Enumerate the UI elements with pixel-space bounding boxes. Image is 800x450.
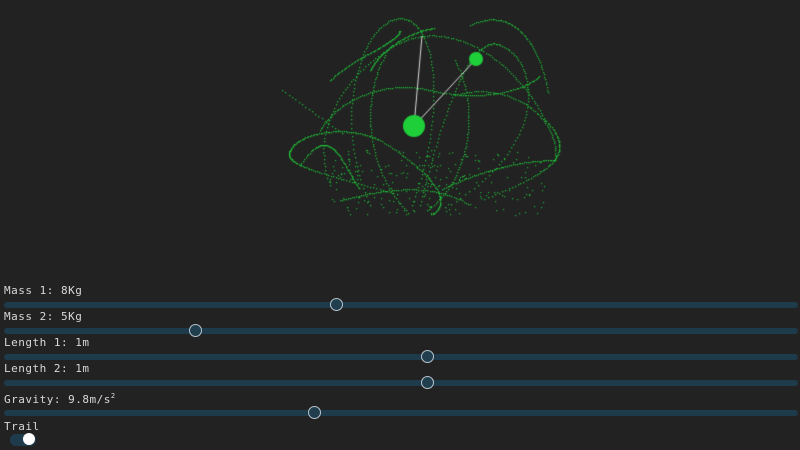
length2-label: Length 2: 1m [4, 362, 90, 375]
length2-slider[interactable] [4, 376, 798, 389]
trail-label: Trail [4, 420, 40, 433]
length2-slider-thumb[interactable] [421, 376, 435, 389]
pendulum-canvas [0, 0, 800, 280]
length1-label: Length 1: 1m [4, 336, 90, 349]
mass2-control: Mass 2: 5Kg [4, 310, 798, 337]
mass1-label: Mass 1: 8Kg [4, 284, 83, 297]
trail-control: Trail [4, 418, 798, 448]
mass1-slider[interactable] [4, 298, 798, 311]
mass2-label: Mass 2: 5Kg [4, 310, 83, 323]
mass1-control: Mass 1: 8Kg [4, 284, 798, 311]
mass2-slider-thumb[interactable] [188, 324, 202, 337]
length1-slider-thumb[interactable] [421, 350, 435, 363]
mass1-slider-thumb[interactable] [329, 298, 343, 311]
length1-control: Length 1: 1m [4, 336, 798, 363]
mass2-slider[interactable] [4, 324, 798, 337]
controls-panel: Mass 1: 8Kg Mass 2: 5Kg Length 1: 1m Len… [4, 284, 798, 448]
length1-slider[interactable] [4, 350, 798, 363]
gravity-slider[interactable] [4, 406, 798, 419]
gravity-slider-thumb[interactable] [307, 406, 321, 419]
trail-toggle[interactable] [10, 433, 36, 446]
gravity-control: Gravity: 9.8m/s2 [4, 388, 798, 419]
length2-control: Length 2: 1m [4, 362, 798, 389]
gravity-unit-exponent: 2 [110, 392, 116, 400]
gravity-label-text: Gravity: 9.8m/s [4, 393, 111, 406]
trail-toggle-knob[interactable] [22, 433, 35, 445]
gravity-label: Gravity: 9.8m/s2 [4, 388, 798, 407]
